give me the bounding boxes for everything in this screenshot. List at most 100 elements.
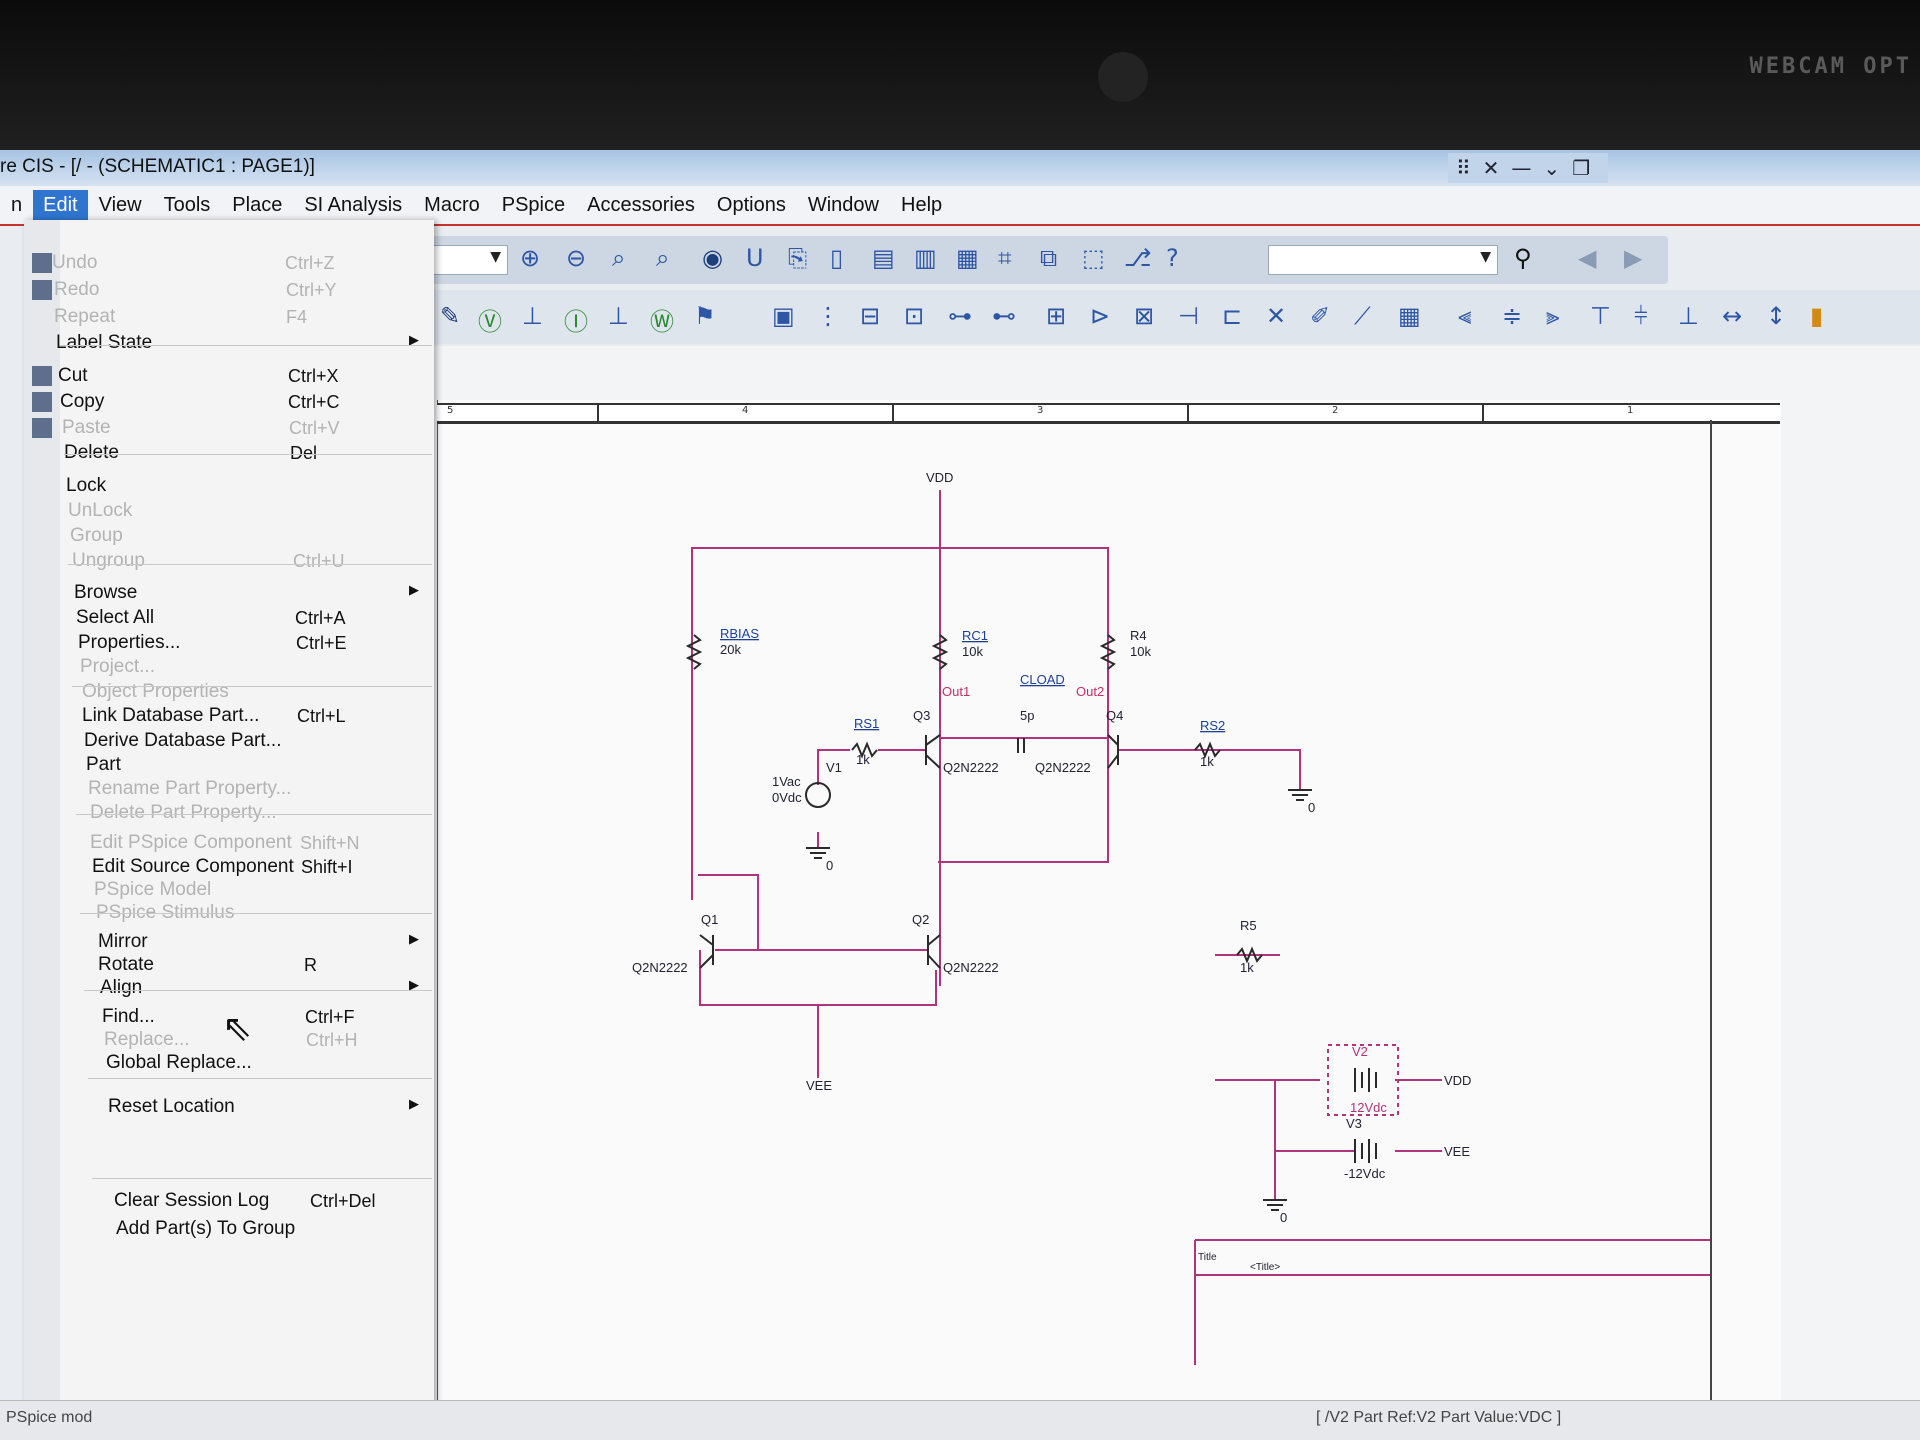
menu-item-align[interactable]: Align▶ [24,973,434,1003]
menu-help[interactable]: Help [901,193,943,216]
menu-item-browse[interactable]: Browse▶ [24,578,434,608]
menu-item-global-replace[interactable]: Global Replace... [24,1048,434,1078]
menu-item-lock[interactable]: Lock [24,471,434,501]
place-wire-icon[interactable]: ⋮ [816,302,840,330]
minimize-icon[interactable]: — [1511,156,1532,180]
align-bottom-icon[interactable]: ⊥ [1678,302,1699,330]
align-top-icon[interactable]: ⊤ [1590,302,1611,330]
current-marker-icon[interactable]: Ⓘ [564,308,588,336]
align-middle-icon[interactable]: ⫩ [1634,302,1648,330]
voltage-marker-icon[interactable]: Ⓥ [478,308,502,336]
menu-item-link-database-part[interactable]: Link Database Part...Ctrl+L [24,701,434,731]
menu-item-label-state[interactable]: Label State▶ [24,328,434,358]
chevron-down-icon[interactable]: ⌄ [1543,156,1561,180]
zoom-area-icon[interactable]: ⌕ [612,244,626,272]
menu-si-analysis[interactable]: SI Analysis [304,193,403,216]
place-power-icon[interactable]: ⊞ [1046,302,1067,330]
align-center-icon[interactable]: ≑ [1502,302,1523,330]
menu-item-properties[interactable]: Properties...Ctrl+E [24,628,434,658]
snap-grid-icon[interactable]: ⌗ [998,244,1012,272]
area-select-icon[interactable]: ⧉ [1040,244,1058,272]
zoom-out-icon[interactable]: ⊖ [566,244,587,272]
menu-item-delete-part-property[interactable]: Delete Part Property... [24,798,434,828]
align-left-icon[interactable]: ⫷ [1458,302,1472,330]
menu-macro[interactable]: Macro [424,193,480,216]
annotate-icon[interactable]: U [746,244,764,272]
pencil-icon[interactable]: ✎ [440,302,461,330]
marker-icon[interactable]: ⚑ [694,302,716,330]
menu-window[interactable]: Window [807,193,879,216]
zoom-in-icon[interactable]: ⊕ [520,244,541,272]
bom-icon[interactable]: ▦ [956,244,979,272]
menu-item-unlock[interactable]: UnLock [24,496,434,526]
menu-pspice[interactable]: PSpice [501,193,566,216]
menu-view[interactable]: View [98,193,142,216]
menu-item-mirror[interactable]: Mirror▶ [24,927,434,957]
zoom-combo[interactable]: ▼ [428,245,508,275]
menu-edit[interactable]: Edit [33,189,88,221]
drc-icon[interactable]: ▯ [830,244,844,272]
hierarchy-icon[interactable]: ⎇ [1124,244,1152,272]
drag-icon[interactable]: ⬚ [1082,244,1105,272]
place-part-icon[interactable]: ▣ [772,302,795,330]
distribute-v-icon[interactable]: ↕ [1766,302,1787,330]
menu-item-add-part-s-to-group[interactable]: Add Part(s) To Group [24,1214,434,1244]
back-icon[interactable]: ◀ [1578,244,1597,272]
help-icon[interactable]: ? [1166,244,1179,272]
netlist-icon[interactable]: ▤ [872,244,895,272]
hier-pin-icon[interactable]: ⊣ [1178,302,1199,330]
voltage-level-icon[interactable]: ⊥ [522,302,543,330]
restore-icon[interactable]: ❐ [1572,156,1591,180]
off-page-icon[interactable]: ⊏ [1222,302,1243,330]
menu-place[interactable]: Place [232,193,283,216]
menu-tools[interactable]: Tools [163,193,211,216]
menu-item-part[interactable]: Part [24,750,434,780]
cross-ref-icon[interactable]: ▥ [914,244,937,272]
menu-accessories[interactable]: Accessories [587,193,695,216]
menu-item-find[interactable]: Find...Ctrl+F [24,1002,434,1032]
clipboard-icon[interactable]: ▮ [1810,302,1824,330]
zoom-all-icon[interactable]: ⌕ [656,244,670,272]
place-port-icon[interactable]: ⊷ [992,302,1016,330]
menu-item-project[interactable]: Project... [24,652,434,682]
distribute-h-icon[interactable]: ↔ [1722,302,1743,330]
menu-item-replace[interactable]: Replace...Ctrl+H [24,1025,434,1055]
back-annotate-icon[interactable]: ⎘ [788,244,808,272]
current-level-icon[interactable]: ⊥ [608,302,629,330]
collapse-icon[interactable]: ✕ [1482,156,1500,180]
menu-item-group[interactable]: Group [24,521,434,551]
line-icon[interactable]: ⟋ [1354,302,1371,330]
menu-item-pspice-stimulus[interactable]: PSpice Stimulus [24,898,434,928]
place-junction-icon[interactable]: ⊡ [904,302,925,330]
menu-item-reset-location[interactable]: Reset Location▶ [24,1092,434,1122]
hier-block-icon[interactable]: ⊠ [1134,302,1155,330]
menu-item-pspice-model[interactable]: PSpice Model [24,875,434,905]
search-combo[interactable]: ▼ [1268,245,1498,275]
table-icon[interactable]: ▦ [1398,302,1421,330]
forward-icon[interactable]: ▶ [1624,244,1643,272]
text-icon[interactable]: ✐ [1310,302,1331,330]
no-connect-icon[interactable]: ✕ [1266,302,1287,330]
menu-options[interactable]: Options [716,193,786,216]
menu-item-rename-part-property[interactable]: Rename Part Property... [24,774,434,804]
place-bus-icon[interactable]: ⊟ [860,302,881,330]
place-ground-icon[interactable]: ⊳ [1090,302,1111,330]
place-net-icon[interactable]: ⊶ [948,302,972,330]
view-icon[interactable]: ◉ [702,244,723,272]
menu-item-derive-database-part[interactable]: Derive Database Part... [24,726,434,756]
power-marker-icon[interactable]: Ⓦ [650,308,674,336]
align-right-icon[interactable]: ⫸ [1546,302,1560,330]
